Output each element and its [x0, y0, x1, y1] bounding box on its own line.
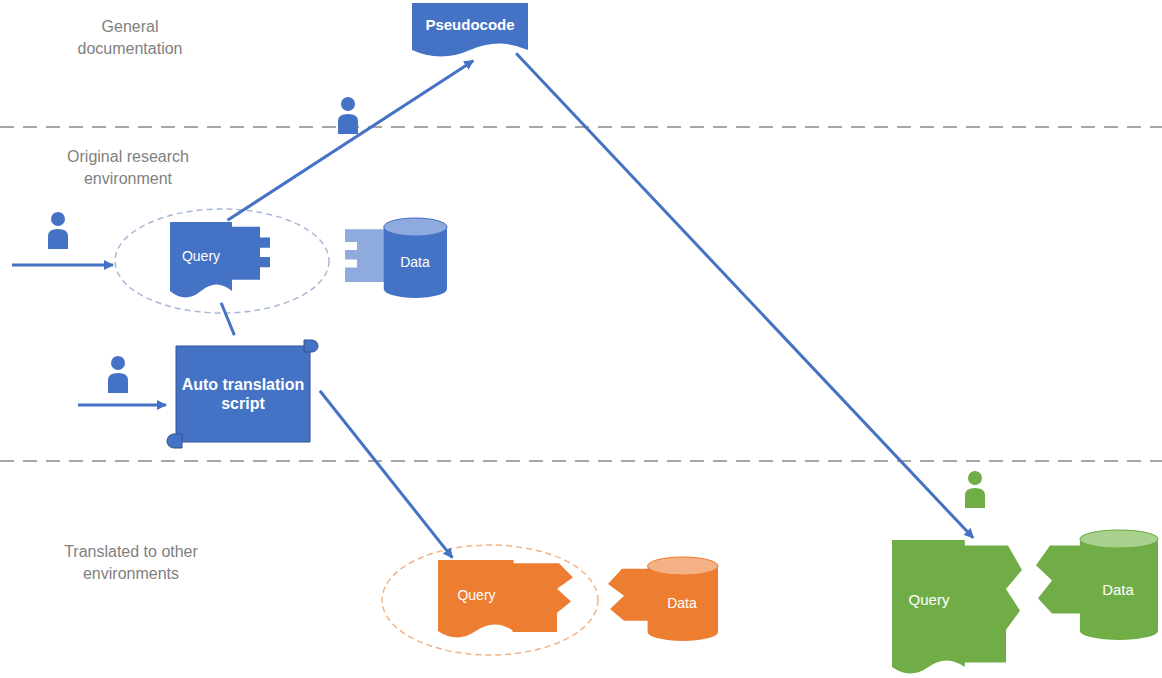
query-block: Query [170, 222, 270, 300]
node-outline [345, 218, 447, 298]
text-area: Data [385, 230, 445, 294]
node-label: Pseudocode [425, 16, 514, 34]
text-area: Auto translation script [180, 348, 306, 440]
text-area: Query [894, 544, 964, 656]
zone-label: Translated to other environments [40, 541, 222, 584]
connector-arrow [221, 303, 234, 335]
query-block: Query [438, 560, 573, 640]
dashed-ellipse [382, 545, 598, 655]
node-label: Data [667, 595, 697, 612]
shape-part [648, 557, 718, 575]
person-icon [48, 212, 68, 249]
shape-part [1080, 530, 1158, 640]
data-cylinder: Data [1036, 530, 1158, 640]
data-cylinder: Data [608, 557, 718, 641]
text-area: Query [440, 564, 513, 626]
connector-arrow [516, 53, 973, 537]
input-arrow [78, 404, 166, 407]
node-outline [168, 338, 318, 450]
person-icon [338, 97, 358, 134]
person-icon [965, 471, 985, 508]
node-label: Query [457, 587, 495, 604]
node-label: Data [400, 254, 430, 271]
dashed-separator [0, 460, 1162, 462]
person-icon [108, 356, 128, 393]
shape-part [384, 218, 447, 236]
text-area: Data [1080, 544, 1156, 636]
document-shape: Pseudocode [412, 3, 528, 59]
shape-part [648, 557, 718, 641]
text-area: Pseudocode [418, 7, 522, 43]
node-label: Auto translation script [180, 375, 306, 413]
shape-part [964, 545, 1022, 662]
zone-label: General documentation [55, 16, 205, 59]
shape-part [170, 222, 232, 298]
shape-part [384, 218, 447, 298]
node-outline [1036, 530, 1158, 640]
text-area: Data [648, 569, 716, 637]
shape-part [412, 3, 528, 57]
text-area: Query [172, 226, 230, 286]
query-block: Query [892, 540, 1022, 676]
connector-arrow [320, 391, 452, 558]
zone-label: Original research environment [40, 146, 216, 189]
shape-part [345, 229, 388, 282]
shape-part [438, 560, 514, 638]
node-label: Data [1102, 581, 1134, 599]
shape-part [176, 346, 310, 442]
dashed-separator [0, 126, 1162, 128]
shape-part [1036, 545, 1085, 613]
shape-part [513, 563, 573, 632]
node-label: Query [182, 248, 220, 265]
input-arrow [12, 264, 113, 267]
data-cylinder: Data [345, 218, 447, 298]
shape-part [167, 434, 182, 448]
connector-layer [221, 53, 973, 557]
shape-part [1080, 530, 1158, 548]
node-label: Query [909, 591, 950, 609]
shape-part [608, 569, 652, 621]
script-scroll: Auto translation script [168, 338, 318, 450]
node-outline [608, 557, 718, 641]
shape-part [892, 540, 965, 674]
shape-part [231, 227, 270, 280]
connector-arrow [228, 61, 474, 221]
separator-lines [0, 127, 1162, 461]
shape-part [304, 340, 318, 352]
dashed-ellipse [115, 209, 329, 313]
